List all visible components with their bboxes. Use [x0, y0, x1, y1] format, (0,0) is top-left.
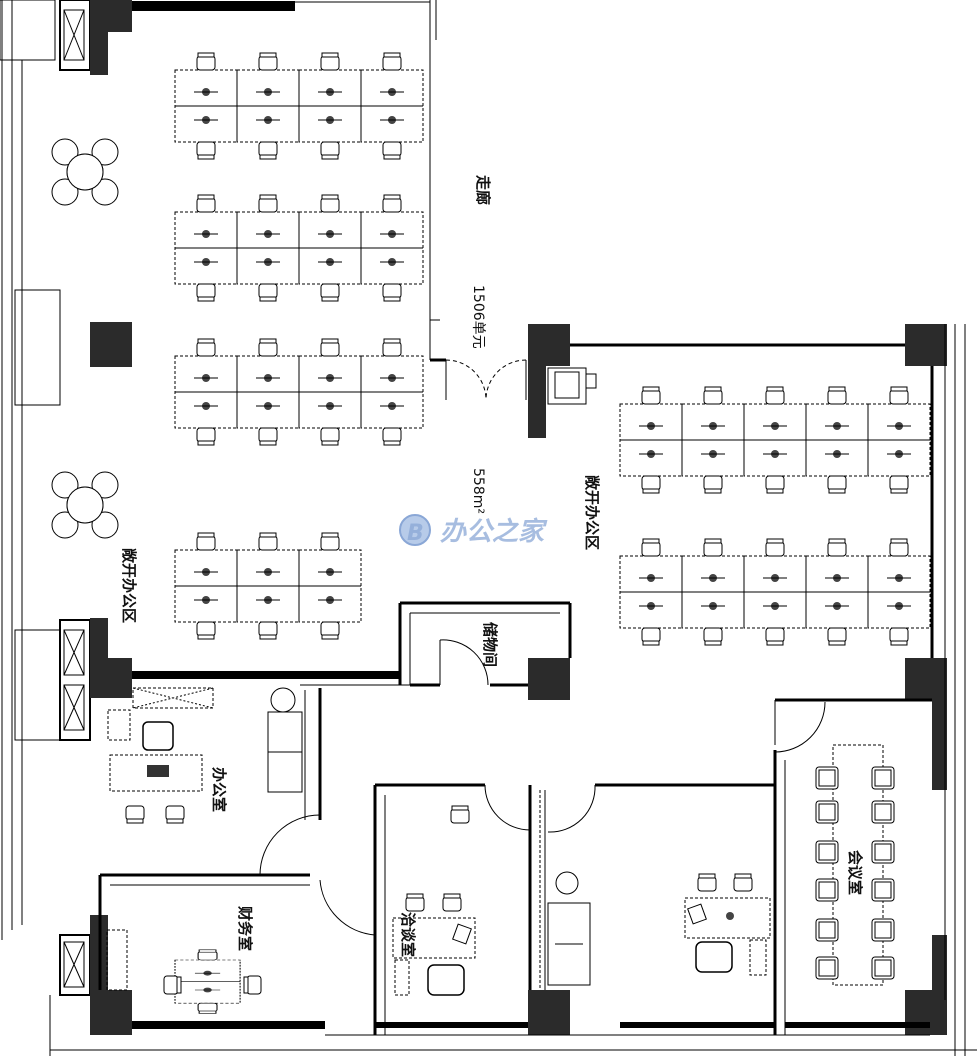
meeting-room-furniture — [815, 744, 895, 986]
watermark-text: 办公之家 — [440, 517, 548, 547]
structural-columns — [90, 0, 947, 1035]
reception-desk — [547, 367, 597, 405]
label-negotiation: 洽谈室 — [399, 912, 417, 957]
office-furniture — [107, 687, 303, 824]
label-open-office-left: 敞开办公区 — [120, 548, 138, 623]
workstations-right — [620, 387, 930, 645]
label-finance: 财务室 — [236, 906, 254, 951]
negotiation-furniture — [392, 805, 476, 996]
label-office: 办公室 — [210, 767, 228, 812]
label-meeting: 会议室 — [846, 850, 864, 895]
watermark-logo-letter: B — [407, 521, 424, 546]
label-corridor: 走廊 — [474, 175, 492, 205]
label-open-office-right: 敞开办公区 — [583, 475, 601, 550]
label-storage: 储物间 — [481, 622, 499, 667]
label-unit: 1506单元 — [470, 285, 486, 349]
watermark: B 办公之家 — [399, 514, 548, 547]
doors — [259, 359, 826, 990]
label-area: 558m² — [470, 468, 486, 514]
manager-office-furniture — [547, 871, 771, 986]
workstations-left — [175, 53, 423, 639]
finance-furniture — [106, 929, 262, 1013]
interior-walls — [49, 0, 977, 1056]
